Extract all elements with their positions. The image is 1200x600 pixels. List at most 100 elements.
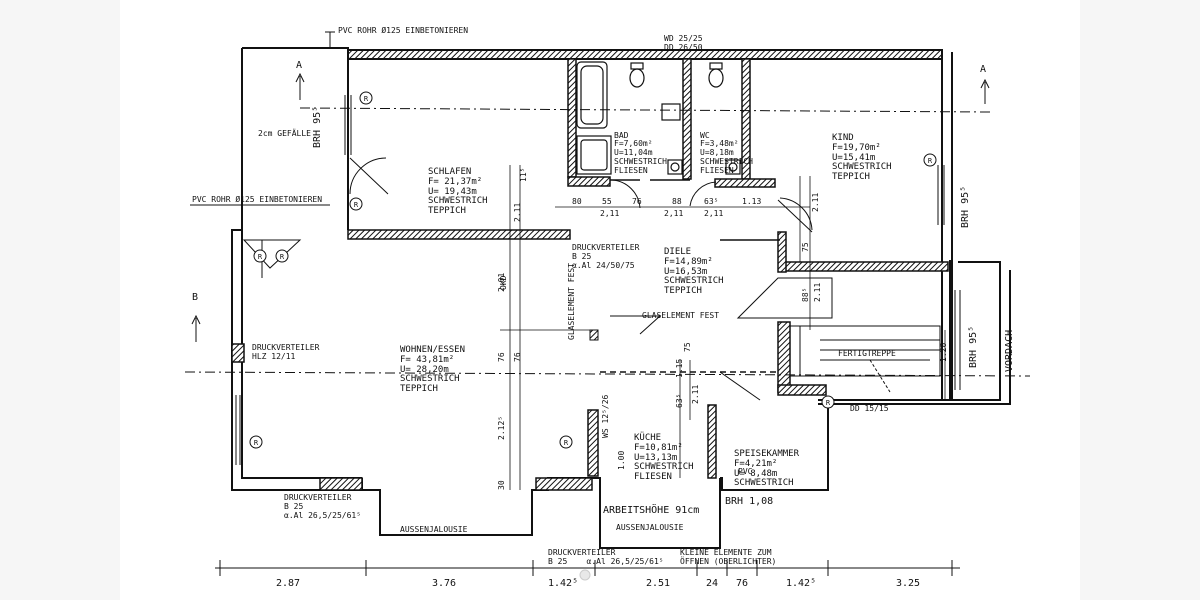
radiator-label: R <box>258 253 263 261</box>
dim-vert-left-e: 2.12⁵ <box>497 415 506 440</box>
room-floor: SCHWESTRICH <box>428 196 488 207</box>
dim-vert-left-c: 76 <box>497 352 506 362</box>
bottom-dim-7: 1.42⁵ <box>786 578 817 589</box>
glaselement-vertical-label: GLASELEMENT FEST <box>567 262 576 340</box>
dim-row1-d: 88 <box>672 197 682 206</box>
room-floor: SCHWESTRICH <box>734 478 794 489</box>
room-name: WOHNEN/ESSEN <box>400 344 466 355</box>
room-area: F=10,81m² <box>634 442 683 453</box>
room-area: F= 43,81m² <box>400 354 455 365</box>
room-area: F=7,60m² <box>614 139 653 149</box>
dim-vert-right-d: 2.11 <box>813 282 822 302</box>
room-name: WC <box>700 130 710 140</box>
bottom-dim-2: 3.76 <box>432 578 457 589</box>
room-name: KÜCHE <box>634 432 662 443</box>
room-name: BAD <box>614 130 629 140</box>
bathtub <box>576 61 608 129</box>
door-bad <box>611 179 641 209</box>
vordach-label: VORDACH <box>1004 329 1015 372</box>
door-stair <box>736 277 833 319</box>
staircase <box>790 325 941 393</box>
pvc-note-top: PVC ROHR Ø125 EINBETONIEREN <box>338 26 469 35</box>
windows <box>235 95 961 465</box>
glaselement-post <box>589 329 599 341</box>
bottom-dim-6: 76 <box>736 578 749 589</box>
arbeitshoehe-label: ARBEITSHÖHE 91cm <box>603 505 700 516</box>
dim-row2-a: 2,11 <box>600 209 620 218</box>
wall-stair-north <box>777 321 791 393</box>
shower-tray <box>576 135 612 175</box>
ws-label: WS 12⁵/26 <box>601 394 610 438</box>
pvc-small-label: PVC <box>738 467 753 476</box>
wall-diele-kind <box>777 231 787 273</box>
bottom-dim-1: 2.87 <box>276 578 301 589</box>
section-b-arrow <box>191 314 201 342</box>
exterior-walls <box>231 47 1011 549</box>
brh-right-bottom: BRH 95⁵ <box>968 325 979 368</box>
section-a-left-label: A <box>296 60 303 71</box>
door-speise <box>719 371 761 401</box>
dim-vert-mid-c: 1.15 <box>675 358 684 378</box>
bottom-dim-3: 1.42⁵ <box>548 578 579 589</box>
radiator-symbol <box>559 435 573 449</box>
dim-row2-b: 2,11 <box>664 209 684 218</box>
room-floor: SCHWESTRICH <box>700 156 753 166</box>
dd-note-top: DD 26/50 <box>664 43 703 52</box>
room-floor-finish: FLIESEN <box>634 472 672 483</box>
wall-stair-south <box>777 384 827 396</box>
inner-dimension-lines <box>500 165 946 490</box>
dim-row1-c: 76 <box>632 197 642 206</box>
door-balcony <box>242 239 302 269</box>
bathroom-fixtures <box>576 61 741 175</box>
room-area: F= 21,37m² <box>428 176 483 187</box>
door-schlafen <box>349 157 389 195</box>
section-b-label: B <box>192 292 199 303</box>
dim-vert-left-a: 2.01 <box>497 272 506 292</box>
wall-bad-west <box>567 58 577 178</box>
brh-bottom: BRH 1,08 <box>725 496 774 507</box>
section-a-right-label: A <box>980 64 987 75</box>
door-kind <box>777 197 813 233</box>
room-area: F=14,89m² <box>664 256 713 267</box>
room-floor-finish: TEPPICH <box>400 384 438 395</box>
room-perimeter: U= 19,43m <box>428 186 477 197</box>
dim-row2-c: 2,11 <box>704 209 724 218</box>
radiator-label: R <box>564 439 569 447</box>
bottom-dim-8: 3.25 <box>896 578 921 589</box>
dim-vert-left-g: 11⁵ <box>519 167 528 182</box>
dim-row1-a: 80 <box>572 197 582 206</box>
room-perimeter: U= 28,20m <box>400 364 449 375</box>
wall-bad-wc <box>682 58 692 180</box>
room-perimeter: U=8,18m <box>700 148 734 158</box>
south-wall-right <box>720 400 829 491</box>
radiator-label: R <box>826 399 831 407</box>
druckverteiler-left: DRUCKVERTEILER HLZ 12/11 <box>252 343 320 361</box>
dim-vert-left-f: 30 <box>497 480 506 490</box>
wall-wc-south <box>714 178 776 188</box>
dim-row1-e: 63⁵ <box>704 197 719 206</box>
wd-note: WD 25/25 <box>664 34 703 43</box>
door-kueche <box>610 315 662 335</box>
brh-right-top: BRH 95⁵ <box>960 185 971 228</box>
room-floor-finish: TEPPICH <box>664 286 702 297</box>
bottom-dim-4: 2.51 <box>646 578 671 589</box>
dim-vert-mid-e: 75 <box>683 342 692 352</box>
bottom-dimension-line <box>215 560 960 576</box>
door-swings <box>242 157 833 401</box>
brh-left: BRH 95⁵ <box>312 105 323 148</box>
dim-vert-mid-b: 63⁵ <box>675 393 684 408</box>
sink-wc <box>725 159 741 175</box>
room-name: SPEISEKAMMER <box>734 448 800 459</box>
room-floor-finish: FLIESEN <box>700 165 734 175</box>
gefalle-note: 2cm GEFÄLLE <box>258 129 311 138</box>
wall-kind-south <box>779 261 949 272</box>
room-floor: SCHWESTRICH <box>400 374 460 385</box>
dim-vert-right-e: 1.20 <box>939 342 948 362</box>
section-a-left-arrow <box>295 72 305 100</box>
